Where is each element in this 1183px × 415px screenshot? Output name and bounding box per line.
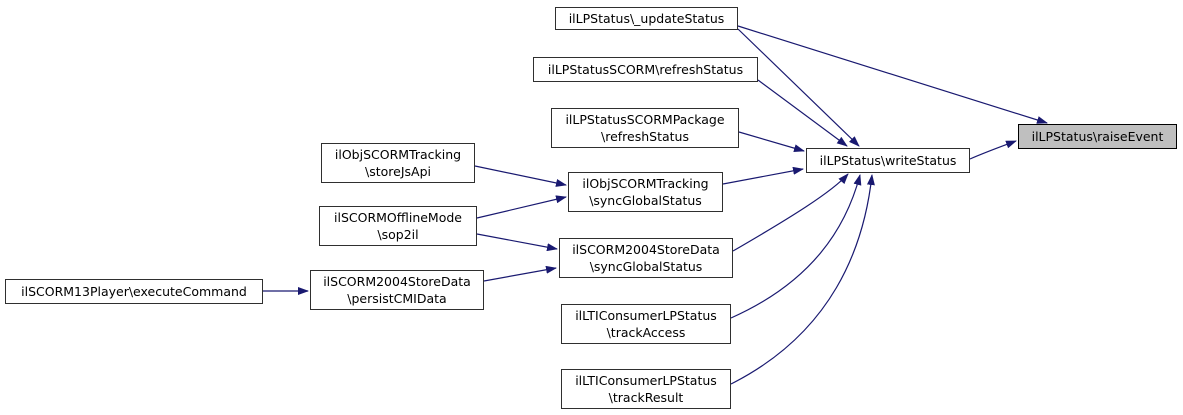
edge-persist-cmi-data-to-scorm2004-sync-global-status <box>483 265 557 282</box>
graph-node-label: ilLPStatusSCORMPackage <box>565 112 725 127</box>
graph-node-label: ilLPStatus\writeStatus <box>819 153 957 168</box>
graph-node-scorm-package-refresh-status[interactable]: ilLPStatusSCORMPackage \refreshStatus <box>551 108 739 148</box>
graph-node-update-status[interactable]: ilLPStatus\_updateStatus <box>555 7 738 30</box>
edge-scorm-package-refresh-status-to-write-status <box>738 131 805 153</box>
edge-store-js-api-to-obj-sync-global-status <box>474 165 567 187</box>
graph-node-label: ilSCORM2004StoreData <box>572 242 720 257</box>
graph-node-label: \persistCMIData <box>347 291 447 306</box>
graph-node-label: ilObjSCORMTracking <box>582 176 709 191</box>
graph-node-persist-cmi-data[interactable]: ilSCORM2004StoreData \persistCMIData <box>310 270 484 310</box>
edge-scorm-refresh-status-to-write-status <box>757 79 848 147</box>
graph-node-label: ilObjSCORMTracking <box>334 147 462 162</box>
graph-node-label: \sop2il <box>377 227 419 242</box>
graph-node-track-access[interactable]: ilLTIConsumerLPStatus \trackAccess <box>561 304 731 344</box>
graph-node-label: ilLPStatus\_updateStatus <box>568 11 725 26</box>
graph-node-raise-event: ilLPStatus\raiseEvent <box>1018 124 1177 149</box>
graph-node-label: ilLTIConsumerLPStatus <box>575 308 717 323</box>
graph-node-label: \trackResult <box>608 390 684 405</box>
graph-node-execute-command[interactable]: ilSCORM13Player\executeCommand <box>5 279 263 304</box>
graph-node-label: ilLPStatus\raiseEvent <box>1031 129 1164 144</box>
edge-track-result-to-write-status <box>730 174 875 385</box>
graph-node-label: ilLTIConsumerLPStatus <box>575 373 717 388</box>
edge-obj-sync-global-status-to-write-status <box>722 166 804 185</box>
edge-scorm2004-sync-global-status-to-write-status <box>732 173 849 252</box>
graph-node-write-status[interactable]: ilLPStatus\writeStatus <box>806 148 970 173</box>
graph-node-obj-sync-global-status[interactable]: ilObjSCORMTracking \syncGlobalStatus <box>568 172 723 212</box>
graph-node-scorm2004-sync-global-status[interactable]: ilSCORM2004StoreData \syncGlobalStatus <box>559 238 733 278</box>
graph-node-label: \syncGlobalStatus <box>589 259 703 274</box>
edge-update-status-to-raise-event <box>737 25 1048 124</box>
edge-sop2il-to-scorm2004-sync-global-status <box>476 233 558 252</box>
edge-write-status-to-raise-event <box>969 140 1017 160</box>
graph-node-scorm-refresh-status[interactable]: ilLPStatusSCORM\refreshStatus <box>533 57 758 82</box>
graph-node-store-js-api[interactable]: ilObjSCORMTracking \storeJsApi <box>321 143 475 183</box>
graph-node-label: ilSCORMOfflineMode <box>334 210 462 225</box>
graph-node-label: \storeJsApi <box>365 164 431 179</box>
graph-node-label: \syncGlobalStatus <box>589 193 702 208</box>
graph-node-label: ilSCORM13Player\executeCommand <box>21 284 247 299</box>
graph-node-label: ilLPStatusSCORM\refreshStatus <box>547 62 744 77</box>
graph-node-track-result[interactable]: ilLTIConsumerLPStatus \trackResult <box>561 369 731 409</box>
edge-track-access-to-write-status <box>730 174 862 319</box>
graph-node-label: ilSCORM2004StoreData <box>323 274 471 289</box>
graph-node-label: \refreshStatus <box>601 129 689 144</box>
edge-update-status-to-write-status <box>737 28 860 147</box>
edge-sop2il-to-obj-sync-global-status <box>476 195 567 219</box>
graph-node-label: \trackAccess <box>606 325 686 340</box>
graph-node-sop2il[interactable]: ilSCORMOfflineMode \sop2il <box>319 206 477 246</box>
